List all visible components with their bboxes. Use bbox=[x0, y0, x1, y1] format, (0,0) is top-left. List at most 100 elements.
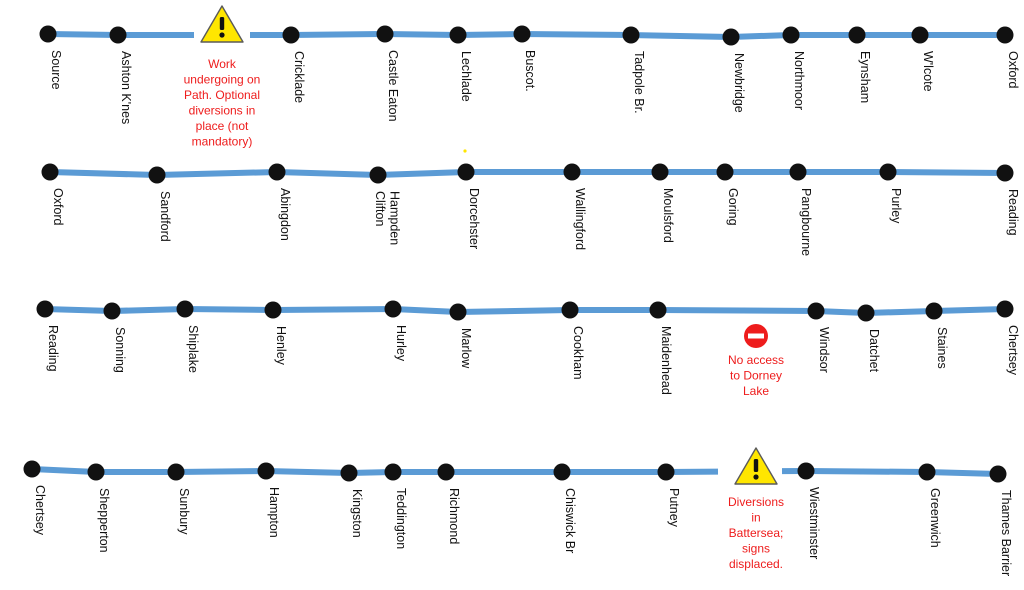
station-dot bbox=[384, 300, 402, 318]
station-label: Maidenhead bbox=[659, 326, 673, 395]
station-label: Greenwich bbox=[928, 488, 942, 548]
station-dot bbox=[449, 303, 467, 321]
station-dot bbox=[513, 25, 531, 43]
station-dot bbox=[622, 26, 640, 44]
station-dot bbox=[911, 26, 929, 44]
station-label: CliftonHampden bbox=[373, 191, 402, 245]
alert-note-line: place (not bbox=[196, 119, 249, 133]
station-label: Lechlade bbox=[459, 51, 473, 102]
station-label: Source bbox=[49, 50, 63, 90]
no-entry-icon bbox=[744, 324, 768, 348]
station-dot bbox=[282, 26, 300, 44]
station-label: Oxford bbox=[51, 188, 65, 226]
station-label: Moulsford bbox=[661, 188, 675, 243]
station-dot bbox=[384, 463, 402, 481]
station-label: Sunbury bbox=[177, 488, 191, 535]
route-row-2: Oxford Sandford Abingdon CliftonHampden Dorc… bbox=[41, 163, 1020, 256]
station-label: Sonning bbox=[113, 327, 127, 373]
station-dot bbox=[649, 301, 667, 319]
alert-note-line: displaced. bbox=[729, 557, 783, 571]
station-dot bbox=[789, 163, 807, 181]
route-line bbox=[781, 468, 999, 477]
station-dot bbox=[36, 300, 54, 318]
station-dot bbox=[782, 26, 800, 44]
route-row-1: Source Ashton K'nes Cricklade Castle Eaton L… bbox=[39, 5, 1020, 149]
station-label: Ashton K'nes bbox=[119, 51, 133, 124]
alert-note-line: mandatory) bbox=[192, 135, 253, 149]
station-dot bbox=[563, 163, 581, 181]
station-dot bbox=[651, 163, 669, 181]
station-label: Oxford bbox=[1006, 51, 1020, 89]
station-label: Purley bbox=[889, 188, 903, 224]
station-dot bbox=[807, 302, 825, 320]
route-row-3: Reading Sonning Shiplake Henley Hurley Marlow… bbox=[36, 300, 1020, 398]
warning-icon bbox=[734, 447, 778, 485]
station-dot bbox=[268, 163, 286, 181]
station-label: Sandford bbox=[158, 191, 172, 242]
alert-note-line: Work bbox=[208, 57, 237, 71]
station-dot bbox=[23, 460, 41, 478]
station-dot bbox=[340, 464, 358, 482]
station-dot bbox=[109, 26, 127, 44]
station-dot bbox=[369, 166, 387, 184]
station-dot bbox=[449, 26, 467, 44]
station-label: Teddington bbox=[394, 488, 408, 549]
station-dot bbox=[257, 462, 275, 480]
station-label: Pangbourne bbox=[799, 188, 813, 256]
alert-note-line: in bbox=[751, 511, 760, 525]
alert-note-line: Path. Optional bbox=[184, 88, 260, 102]
station-dot bbox=[39, 25, 57, 43]
stray-dot bbox=[463, 149, 467, 153]
station-label: Newbridge bbox=[732, 53, 746, 113]
station-label: Cricklade bbox=[292, 51, 306, 103]
station-dot bbox=[996, 164, 1014, 182]
station-label: Marlow bbox=[459, 328, 473, 369]
station-dot bbox=[722, 28, 740, 46]
station-label: Abingdon bbox=[278, 188, 292, 241]
station-label: Northmoor bbox=[792, 51, 806, 110]
station-label: Cookham bbox=[571, 326, 585, 380]
station-label: Hampton bbox=[267, 487, 281, 538]
alert-note-line: signs bbox=[742, 542, 770, 556]
station-dot bbox=[716, 163, 734, 181]
station-dot bbox=[176, 300, 194, 318]
station-dot bbox=[264, 301, 282, 319]
alert-note-line: diversions in bbox=[189, 104, 256, 118]
station-dot bbox=[918, 463, 936, 481]
station-dot bbox=[657, 463, 675, 481]
station-label: Dorcehster bbox=[467, 188, 481, 249]
alert-note-line: Battersea; bbox=[729, 526, 784, 540]
station-label: Windsor bbox=[817, 327, 831, 373]
station-dot bbox=[797, 462, 815, 480]
station-dot bbox=[996, 26, 1014, 44]
station-dot bbox=[879, 163, 897, 181]
station-label: Thames Barrier bbox=[999, 490, 1013, 576]
station-label: Putney bbox=[667, 488, 681, 528]
station-dot bbox=[457, 163, 475, 181]
alert-note-line: to Dorney bbox=[730, 369, 782, 383]
alert-note-line: Lake bbox=[743, 384, 769, 398]
route-line bbox=[44, 306, 1006, 316]
station-dot bbox=[553, 463, 571, 481]
station-label: Chiswick Br bbox=[563, 488, 577, 553]
warning-icon bbox=[200, 5, 244, 43]
station-label: Henley bbox=[274, 326, 288, 366]
station-dot bbox=[41, 163, 59, 181]
route-line bbox=[49, 169, 1006, 178]
station-dot bbox=[148, 166, 166, 184]
station-dot bbox=[437, 463, 455, 481]
station-label: Castle Eaton bbox=[386, 50, 400, 122]
station-label: Chertsey bbox=[33, 485, 47, 536]
alert-note-line: No access bbox=[728, 353, 784, 367]
alert-note-line: undergoing on bbox=[184, 73, 261, 87]
station-label: Chertsey bbox=[1006, 325, 1020, 376]
station-label: Hurley bbox=[394, 325, 408, 362]
station-label: Wiestminster bbox=[807, 487, 821, 559]
station-label: Reading bbox=[46, 325, 60, 372]
station-label: Staines bbox=[935, 327, 949, 369]
station-label: Shiplake bbox=[186, 325, 200, 373]
